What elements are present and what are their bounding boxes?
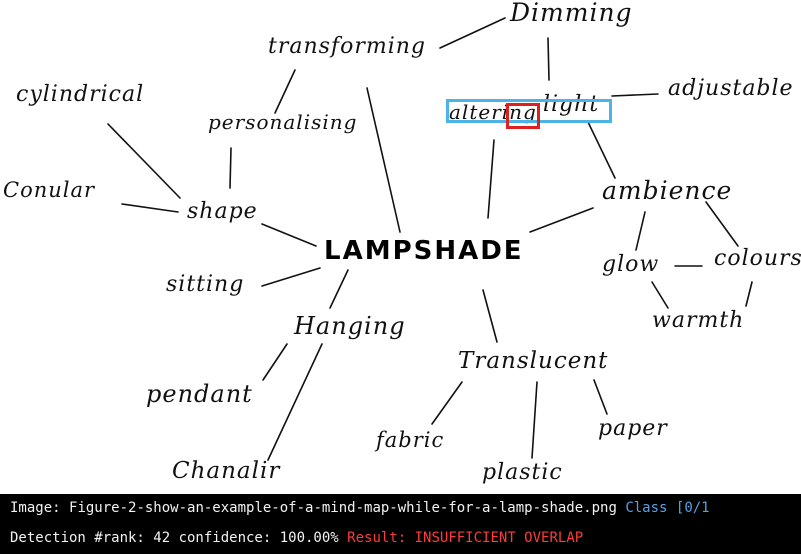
word-hanging: Hanging: [294, 312, 406, 340]
status-bar: Image: Figure-2-show-an-example-of-a-min…: [0, 494, 801, 554]
connector-sitting-lampshade: [261, 267, 321, 287]
connector-transforming-lampshade: [366, 87, 401, 233]
word-plastic: plastic: [482, 460, 563, 485]
image-label: Image:: [10, 500, 61, 516]
ground-truth-box: [446, 99, 612, 123]
connector-translucent-fabric: [431, 381, 463, 425]
connector-hanging-pendant: [262, 343, 288, 381]
connector-hanging-chanalir: [267, 343, 323, 461]
mind-map-connectors: [107, 17, 753, 461]
connector-lampshade-hanging: [329, 269, 349, 309]
connector-personalising-shape: [229, 147, 232, 189]
word-transforming: transforming: [268, 34, 426, 59]
detection-info: Detection #rank: 42 confidence: 100.00%: [10, 530, 339, 546]
connector-cylindrical-shape: [107, 123, 181, 199]
class-indicator: Class [0/1: [625, 500, 710, 516]
predicted-box: [506, 103, 540, 129]
connector-dimming-light: [547, 37, 550, 81]
word-paper: paper: [598, 416, 668, 441]
word-chanalir: Chanalir: [172, 458, 281, 484]
word-translucent: Translucent: [458, 348, 609, 374]
word-warmth: warmth: [652, 308, 745, 333]
connector-translucent-paper: [593, 379, 608, 415]
connector-transforming-personalising: [274, 69, 296, 114]
word-personalising: personalising: [208, 110, 358, 134]
word-pendant: pendant: [146, 380, 253, 408]
connector-colours-warmth: [745, 281, 753, 307]
word-cylindrical: cylindrical: [16, 82, 145, 107]
connector-light-adjustable: [611, 93, 659, 97]
word-sitting: sitting: [166, 272, 245, 297]
image-filename: Figure-2-show-an-example-of-a-mind-map-w…: [69, 500, 617, 516]
word-ambience: ambience: [602, 176, 733, 205]
word-shape: shape: [187, 199, 258, 224]
status-line-detection: Detection #rank: 42 confidence: 100.00% …: [10, 530, 583, 546]
status-line-image: Image: Figure-2-show-an-example-of-a-min…: [10, 500, 710, 516]
connector-dimming-transforming: [439, 17, 506, 49]
word-light: light: [543, 92, 600, 117]
result-status: Result: INSUFFICIENT OVERLAP: [347, 530, 584, 546]
connector-altering-lampshade: [487, 139, 495, 219]
word-adjustable: adjustable: [668, 76, 794, 101]
mind-map-image: Dimming transforming adjustable cylindri…: [3, 0, 801, 485]
connector-light-ambience: [587, 121, 616, 179]
word-colours: colours: [714, 246, 801, 271]
word-conular: Conular: [3, 178, 96, 202]
connector-lampshade-translucent: [482, 289, 498, 343]
word-fabric: fabric: [376, 428, 445, 452]
center-word-lampshade: LAMPSHADE: [324, 236, 524, 266]
connector-ambience-glow: [635, 211, 646, 251]
connector-ambience-colours: [705, 201, 739, 247]
word-glow: glow: [602, 252, 660, 277]
connector-shape-lampshade: [261, 223, 317, 247]
connector-conular-shape: [121, 203, 179, 213]
connector-glow-warmth: [651, 281, 669, 309]
connector-translucent-plastic: [531, 381, 538, 459]
word-dimming: Dimming: [510, 0, 633, 27]
connector-lampshade-ambience: [529, 207, 594, 233]
